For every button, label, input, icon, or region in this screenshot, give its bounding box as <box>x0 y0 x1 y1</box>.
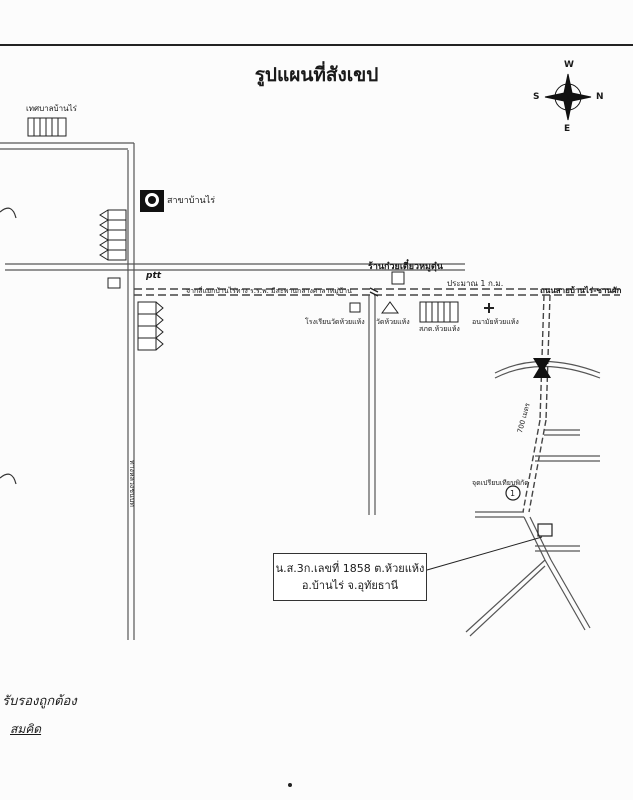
temple-icon <box>381 301 399 314</box>
signature-text: สมคิด <box>10 722 42 736</box>
housing-cluster-upper <box>99 209 127 261</box>
bridge-symbol <box>533 358 551 378</box>
margin-mark <box>0 473 17 485</box>
bank-branch-icon <box>140 190 164 212</box>
temple-road <box>368 295 376 515</box>
north-south-road <box>127 150 135 640</box>
shop-label: ร้านก๋วยเตี๋ยวหมูตุ๋น <box>368 262 443 272</box>
survey-point-label: จุดเปรียบเทียบพิกัด <box>472 479 529 487</box>
temple-label: วัดห้วยแห้ง <box>376 318 410 326</box>
south-fork <box>465 516 591 637</box>
right-road-label: ถนนสายบ้านไร่-ชานผัก <box>540 286 622 295</box>
compass-south-label: S <box>533 92 540 102</box>
land-parcel-marker <box>537 523 553 537</box>
survey-point-number: 1 <box>510 489 516 498</box>
branch-label: สาขาบ้านไร่ <box>167 196 216 206</box>
police-label: สภต.ห้วยแห้ง <box>419 325 460 333</box>
compass-rose <box>544 73 592 121</box>
distance-1km-label: ประมาณ 1 ก.ม. <box>447 279 504 288</box>
deed-line-1: น.ส.3ก.เลขที่ 1858 ต.ห้วยแห้ง <box>275 562 425 575</box>
deed-pointer-line <box>426 536 543 571</box>
margin-mark <box>0 207 17 219</box>
school-icon <box>349 302 361 313</box>
housing-cluster-lower <box>137 301 164 351</box>
police-station-building <box>419 301 459 323</box>
health-label: อนามัยห้วยแห้ง <box>472 318 519 326</box>
compass-east-label: E <box>564 124 571 134</box>
compass-north-label: N <box>596 92 604 102</box>
main-road-label: จากสี่แยกบ้านไร่ทาง ร.ร.พ. มีสะพานกลางศา… <box>186 287 352 295</box>
shop-icon <box>391 271 405 285</box>
health-center-icon <box>484 303 494 313</box>
top-road <box>0 142 135 150</box>
school-label: โรงเรียนวัดห้วยแห้ง <box>305 318 365 326</box>
road-arrow <box>369 287 379 297</box>
junction-marker <box>107 277 121 289</box>
side-road-label: ทางหลวงชนบท <box>128 460 136 507</box>
municipality-label: เทศบาลบ้านไร่ <box>26 104 77 113</box>
deed-line-2: อ.บ้านไร่ จ.อุทัยธานี <box>301 579 399 592</box>
certification-text: รับรองถูกต้อง <box>2 694 77 709</box>
side-roads <box>475 429 600 552</box>
ptt-label: ptt <box>146 271 162 281</box>
municipality-building <box>27 117 67 137</box>
compass-west-label: W <box>564 60 574 70</box>
survey-point-circle <box>505 485 521 501</box>
right-road-dashed <box>522 294 551 513</box>
map-title: รูปแผนที่สังเขป <box>254 64 379 86</box>
east-west-road-upper <box>5 263 465 271</box>
dot-mark <box>288 783 292 787</box>
deed-info-box: น.ส.3ก.เลขที่ 1858 ต.ห้วยแห้ง อ.บ้านไร่ … <box>273 553 427 601</box>
